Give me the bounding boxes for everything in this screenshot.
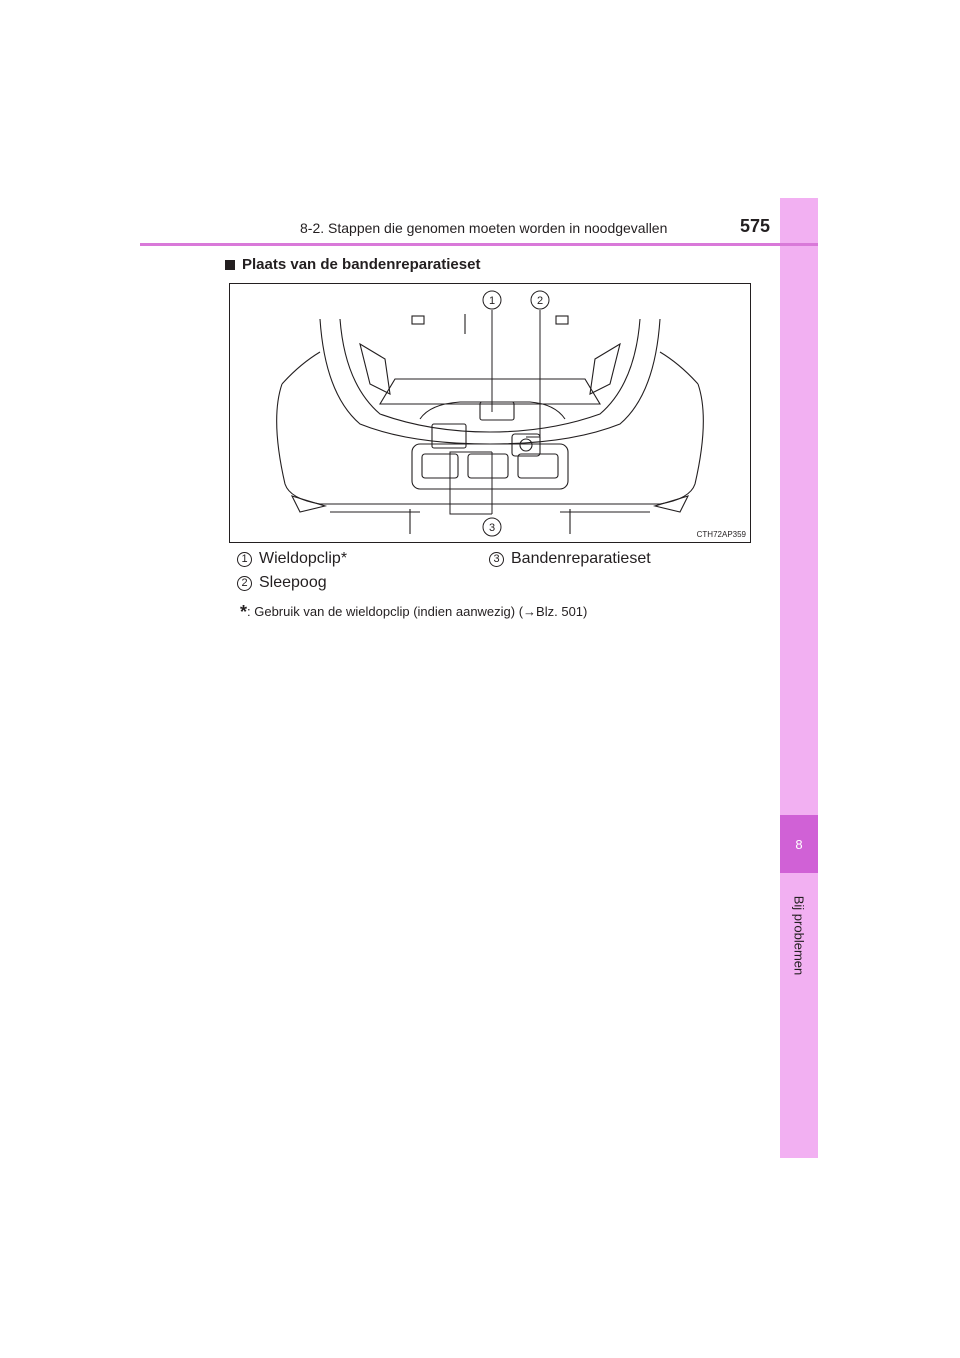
legend-number-badge: 2: [237, 575, 252, 591]
callout-3-label: 3: [489, 522, 495, 534]
page-number: 575: [740, 216, 771, 236]
legend-label: Wieldopclip*: [259, 550, 348, 567]
square-bullet-icon: [225, 259, 235, 270]
legend-number-badge: 3: [489, 551, 504, 567]
callout-2: 2: [530, 290, 550, 310]
section-header-title: 8-2. Stappen die genomen moeten worden i…: [300, 220, 668, 236]
chapter-title-tab[interactable]: Bij problemen: [780, 880, 818, 990]
footnote-marker: *: [240, 602, 248, 622]
legend-item-2: 2 Sleepoog: [237, 574, 327, 592]
section-heading: Plaats van de bandenreparatieset: [225, 256, 480, 273]
chapter-title: Bij problemen: [791, 895, 807, 975]
trunk-illustration: 1 2 3 CTH72AP359: [229, 283, 751, 543]
callout-1-label: 1: [489, 295, 495, 307]
figure-code: CTH72AP359: [696, 530, 746, 539]
legend-number-badge: 1: [237, 551, 252, 567]
legend-label: Bandenreparatieset: [511, 550, 651, 567]
chapter-sidebar: [780, 198, 818, 1158]
legend-item-1: 1 Wieldopclip*: [237, 550, 347, 568]
header-divider: [140, 243, 818, 246]
callout-2-label: 2: [537, 295, 543, 307]
legend-item-3: 3 Bandenreparatieset: [489, 550, 651, 568]
footnote: *: Gebruik van de wieldopclip (indien aa…: [240, 602, 587, 623]
section-heading-text: Plaats van de bandenreparatieset: [242, 256, 481, 273]
callout-1: 1: [482, 290, 502, 310]
footnote-text: : Gebruik van de wieldopclip (indien aan…: [247, 604, 588, 619]
car-rear-trunk-drawing: 1 2 3: [276, 290, 704, 537]
chapter-number-tab[interactable]: 8: [780, 815, 818, 873]
legend-label: Sleepoog: [259, 574, 327, 591]
chapter-number: 8: [795, 836, 803, 852]
callout-3: 3: [482, 517, 502, 537]
